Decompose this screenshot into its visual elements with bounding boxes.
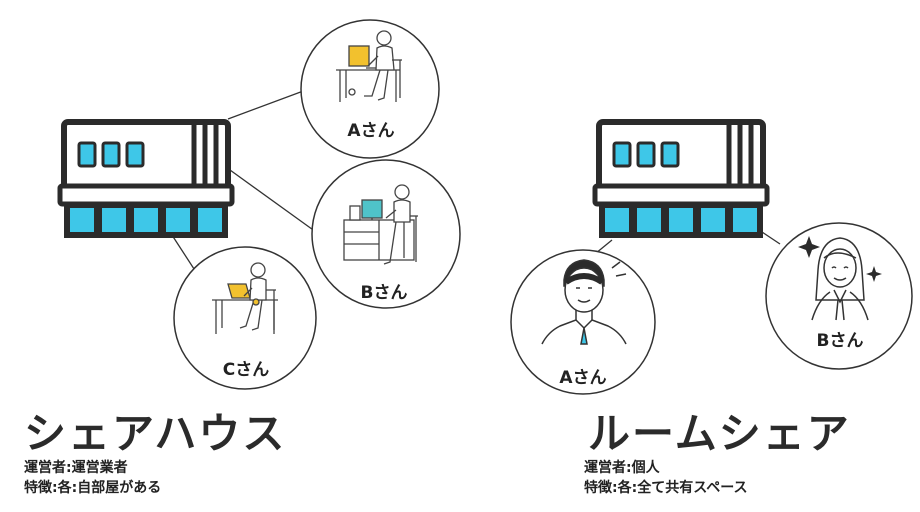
share-house-feature: 特徴:各:自部屋がある [24, 480, 162, 496]
connector-line-a [227, 89, 307, 120]
person-a-node: Aさん [300, 19, 440, 159]
person-b-node: Bさん [311, 159, 461, 309]
share-house-building-icon [57, 119, 235, 238]
room-person-b-label: Bさん [817, 331, 864, 351]
desk-worker-laptop-icon [212, 262, 278, 334]
room-share-feature: 特徴:各:全て共有スペース [584, 480, 748, 496]
room-person-a-node: Aさん [510, 249, 656, 395]
man-avatar-icon [541, 259, 627, 345]
person-b-label: Bさん [361, 283, 408, 303]
room-share-info: 運営者:個人 特徴:各:全て共有スペース [584, 458, 748, 498]
share-house-title: シェアハウス [24, 409, 287, 458]
person-c-label: Cさん [223, 360, 269, 380]
room-connector-b [761, 231, 781, 245]
room-share-operator: 運営者:個人 [584, 460, 660, 476]
woman-avatar-icon [798, 236, 882, 321]
share-house-info: 運営者:運営業者 特徴:各:自部屋がある [24, 458, 161, 498]
desk-worker-laptop-icon [336, 30, 402, 102]
room-person-b-node: Bさん [765, 222, 913, 370]
person-c-node: Cさん [173, 246, 317, 390]
desk-worker-monitor-icon [343, 184, 418, 265]
connector-line-b [229, 169, 317, 233]
person-a-label: Aさん [347, 121, 394, 141]
room-share-building-icon [592, 119, 770, 238]
room-share-title: ルームシェア [588, 409, 851, 458]
room-person-a-label: Aさん [559, 368, 606, 388]
share-house-operator: 運営者:運営業者 [24, 460, 128, 476]
connector-line-c [169, 231, 197, 273]
